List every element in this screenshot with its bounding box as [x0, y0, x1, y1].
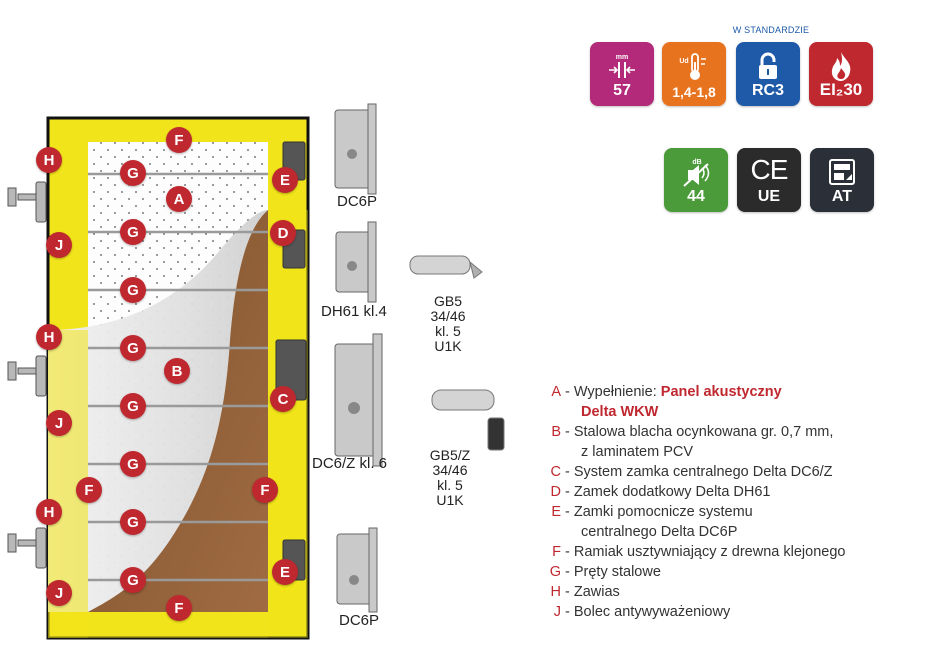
badge-thickness: mm 57	[590, 42, 654, 106]
lock-label-dc6p-bottom: DC6P	[339, 612, 380, 629]
acoustic-icon: dB	[683, 159, 710, 187]
marker-f: F	[76, 477, 102, 503]
legend-item-g: G - Pręty stalowe	[549, 564, 661, 580]
cylinder-label-gb5z: GB5/Z 34/46 kl. 5 U1K	[429, 447, 471, 508]
legend-item-h: H - Zawias	[550, 584, 620, 600]
marker-g: G	[120, 335, 146, 361]
marker-h: H	[36, 147, 62, 173]
legend-item-c: C - System zamka centralnego Delta DC6/Z	[550, 464, 833, 480]
marker-b: B	[164, 358, 190, 384]
lock-label-dc6z: DC6/Z kl. 6	[312, 455, 388, 472]
marker-j: J	[46, 410, 72, 436]
badge-acoustic: dB 44	[664, 148, 728, 212]
approval-icon	[829, 159, 855, 185]
marker-f: F	[166, 127, 192, 153]
badge-thermal: Ud 1,4-1,8	[662, 42, 726, 106]
marker-g: G	[120, 509, 146, 535]
cylinders	[409, 255, 505, 451]
marker-g: G	[120, 567, 146, 593]
marker-f: F	[166, 595, 192, 621]
legend-item-e: E - Zamki pomocnicze systemu	[551, 504, 753, 520]
steel-rods	[88, 172, 268, 582]
marker-d: D	[270, 220, 296, 246]
padlock-icon	[759, 52, 777, 79]
badge-ce: CE UE	[737, 148, 801, 212]
marker-g: G	[120, 393, 146, 419]
marker-g: G	[120, 219, 146, 245]
marker-a: A	[166, 186, 192, 212]
svg-text:Ud: Ud	[679, 58, 688, 65]
marker-g: G	[120, 160, 146, 186]
marker-j: J	[46, 580, 72, 606]
badge-fire: EI₂30	[809, 42, 873, 106]
legend-item-e-cont: centralnego Delta DC6P	[581, 524, 738, 540]
fire-icon	[831, 52, 851, 81]
legend-item-a-cont: Delta WKW	[581, 404, 659, 420]
marker-h: H	[36, 324, 62, 350]
lock-label-dh61: DH61 kl.4	[321, 303, 387, 320]
marker-e: E	[272, 559, 298, 585]
thermometer-icon: Ud	[679, 53, 706, 80]
legend: A - Wypełnienie: Panel akustyczny Delta …	[547, 382, 932, 622]
svg-text:mm: mm	[616, 54, 628, 61]
legend-item-d: D - Zamek dodatkowy Delta DH61	[550, 484, 771, 500]
marker-f: F	[252, 477, 278, 503]
cylinder-label-gb5: GB5 34/46 kl. 5 U1K	[430, 293, 466, 354]
marker-g: G	[120, 277, 146, 303]
lock-label-dc6p-top: DC6P	[337, 193, 378, 210]
legend-item-b-cont: z laminatem PCV	[581, 444, 694, 460]
thickness-icon: mm	[609, 54, 635, 78]
legend-item-a: A - Wypełnienie: Panel akustyczny	[551, 384, 782, 400]
wood-panel	[88, 210, 268, 612]
standard-label: W STANDARDZIE	[732, 25, 810, 35]
legend-item-b: B - Stalowa blacha ocynkowana gr. 0,7 mm…	[551, 424, 834, 440]
marker-j: J	[46, 232, 72, 258]
ce-mark-icon: CE	[750, 154, 789, 185]
marker-e: E	[272, 167, 298, 193]
badge-approval: AT	[810, 148, 874, 212]
badge-burglary: RC3	[736, 42, 800, 106]
svg-text:dB: dB	[692, 159, 701, 166]
legend-item-j: J - Bolec antywyważeniowy	[553, 604, 731, 620]
marker-g: G	[120, 451, 146, 477]
hinges	[7, 181, 47, 569]
legend-item-f: F - Ramiak usztywniający z drewna klejon…	[552, 544, 846, 560]
lock-mechanisms	[334, 103, 383, 613]
marker-c: C	[270, 386, 296, 412]
marker-h: H	[36, 499, 62, 525]
